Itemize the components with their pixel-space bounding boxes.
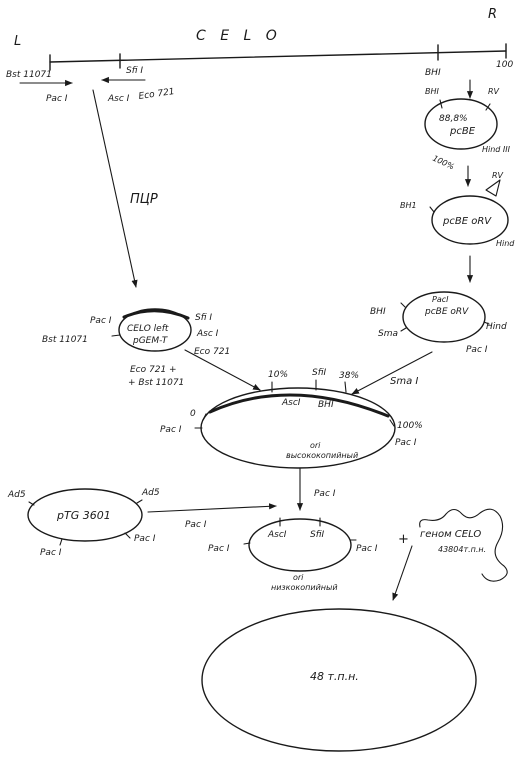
pcbe-orv2-name: pcBE oRV (424, 307, 469, 317)
genome-line (49, 50, 507, 63)
pcbe-plasmid: BHI RV 88,8% pcBE Hind III 100% (424, 87, 511, 172)
small-plasmid-asc: AscI (267, 530, 287, 540)
pcbe-orv-rv: RV (492, 171, 504, 180)
ptg-pac-right: Pac I (134, 534, 156, 544)
genome-celo-size: 43804т.п.н. (438, 545, 486, 554)
celo-left-plasmid: Pac I CELO left pGEM-T Sfi I Asc I Bst 1… (42, 308, 230, 357)
genome-title: C E L O (196, 28, 282, 44)
pcbe-hind: Hind III (482, 145, 511, 154)
ptg-circle (27, 488, 143, 542)
big-plasmid-bhi: BHI (318, 400, 334, 410)
eco-bst-arrow (184, 349, 261, 391)
big-plasmid-sfi: SfiI (312, 368, 327, 378)
big-plasmid-p100: 100% (397, 421, 423, 431)
left-end-label: L (14, 34, 21, 49)
right-end-label: R (488, 7, 497, 22)
ptg-pac-left: Pac I (40, 548, 62, 558)
pcbe-name: pcBE (449, 126, 476, 137)
final-construct: 48 т.п.н. (201, 608, 477, 752)
pcbe-orv-circle (431, 195, 509, 245)
big-plasmid-ori2: высококопийный (286, 451, 358, 460)
small-plasmid-pac-right: Pac I (356, 544, 378, 554)
pcbe-orv2-circle (402, 291, 486, 343)
celo-left-sfi: Sfi I (195, 313, 212, 323)
genome-celo-plus: + (398, 532, 409, 547)
celo-left-bst: Bst 11071 (42, 335, 88, 345)
celo-left-circle (118, 308, 192, 352)
pcbe-orv2-pac-bottom: Pac I (466, 345, 488, 355)
small-plasmid-ori1: ori (293, 573, 304, 582)
small-plasmid: AscI SfiI Pac I Pac I ori низкокопийный (208, 517, 378, 592)
genome-bar: C E L O L R 100 Bst 11071 Pac I Sfi I As… (6, 7, 513, 104)
eco-bst-label2: + Bst 11071 (128, 378, 184, 388)
ptg-plasmid: Ad5 Ad5 pTG 3601 Pac I Pac I (7, 488, 160, 558)
big-plasmid: 10% SfiI 38% 0 AscI BHI 100% Pac I Pac I… (160, 368, 423, 469)
final-size: 48 т.п.н. (310, 670, 359, 683)
ptg-pac-arrow-label: Pac I (185, 520, 207, 530)
pcbe-percent100: 100% (431, 154, 456, 172)
celo-left-name1: CELO left (127, 324, 169, 334)
pcbe-orv2-bhi: BHI (370, 307, 386, 317)
big-plasmid-asc: AscI (281, 398, 301, 408)
eco-label: Eco 721 (138, 87, 175, 102)
sfi-label: Sfi I (126, 66, 143, 76)
small-plasmid-circle (248, 518, 352, 572)
big-plasmid-zero: 0 (190, 409, 196, 419)
pcbe-orv2-sma: Sma (378, 329, 398, 339)
genome-celo: + геном CELO 43804т.п.н. (398, 508, 508, 582)
big-plasmid-insert (208, 393, 390, 418)
ptg-arrow (147, 503, 277, 513)
pcr-arrow (92, 89, 138, 288)
rv-flag-icon (485, 179, 501, 197)
big-plasmid-ori1: ori (310, 441, 321, 450)
big-plasmid-p38: 38% (339, 371, 359, 381)
celo-left-asc: Asc I (196, 329, 219, 339)
ptg-ad5-right: Ad5 (141, 488, 160, 498)
pcbe-orv2-hind: Hind (486, 322, 507, 332)
pac-label: Pac I (46, 94, 68, 104)
big-plasmid-pac-left: Pac I (160, 425, 182, 435)
ptg-ad5-left: Ad5 (7, 490, 26, 500)
big-plasmid-pac-right: Pac I (395, 438, 417, 448)
small-plasmid-pac-left: Pac I (208, 544, 230, 554)
arrow-to-final (392, 545, 413, 601)
eco-bst-label1: Eco 721 + (130, 365, 177, 375)
pcbe-circle (424, 98, 498, 150)
big-plasmid-p10: 10% (268, 370, 288, 380)
pcbe-orv-hind: Hind (496, 239, 515, 248)
pcbe-orv2-pac-top: PacI (432, 295, 449, 304)
pcbe-orv2-plasmid: BHI PacI pcBE oRV Sma Hind Pac I (370, 291, 507, 355)
celo-left-pac: Pac I (90, 316, 112, 326)
celo-left-name2: pGEM-T (132, 336, 169, 346)
pcr-label: ПЦР (130, 192, 158, 207)
pcbe-rv: RV (488, 87, 500, 96)
pcbe-bhi: BHI (425, 87, 440, 96)
asc-label: Asc I (107, 94, 130, 104)
small-plasmid-sfi: SfiI (310, 530, 325, 540)
pcbe-orv-name: pcBE oRV (442, 216, 492, 227)
celo-left-eco: Eco 721 (194, 347, 230, 357)
pcbe-percent: 88,8% (439, 114, 468, 124)
celo-left-insert (122, 309, 190, 320)
pcbe-orv-bh1: BH1 (400, 201, 417, 210)
genome-celo-squiggle (419, 508, 508, 582)
bst-label: Bst 11071 (6, 70, 52, 80)
small-plasmid-pac-top: Pac I (314, 489, 336, 499)
genome-celo-label: геном CELO (420, 529, 481, 540)
pcbe-orv-plasmid: BH1 RV pcBE oRV Hind (400, 171, 515, 248)
sma-arrow (351, 351, 433, 395)
right-coord: 100 (496, 60, 513, 70)
bhi-label: BHI (425, 68, 441, 78)
small-plasmid-ori2: низкокопийный (271, 583, 338, 592)
ptg-name: pTG 3601 (56, 509, 111, 522)
final-circle (201, 608, 477, 752)
sma-label: Sma I (390, 376, 418, 387)
